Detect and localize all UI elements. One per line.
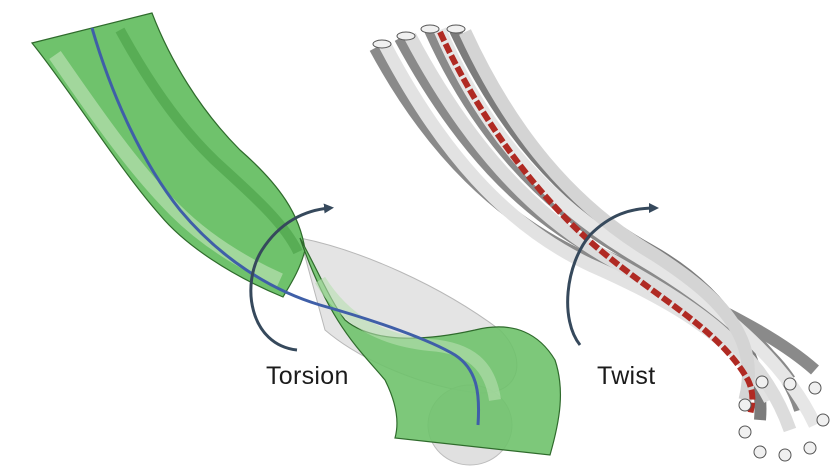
ribbon-upper-dark-stripe bbox=[115, 27, 303, 255]
rod-cap-bottom-8 bbox=[803, 441, 817, 455]
rod-cap-bottom-6 bbox=[753, 445, 767, 459]
twist-rotation-arrow bbox=[566, 203, 659, 346]
rod-cap-top-1 bbox=[372, 39, 392, 49]
rod-cap-bottom-2 bbox=[755, 375, 769, 389]
rod-cap-top-4 bbox=[446, 24, 466, 34]
ribbon-upper-stripe bbox=[49, 50, 283, 287]
ribbon-upper bbox=[30, 12, 306, 298]
rod-cap-top-2 bbox=[396, 31, 416, 41]
rod-cap-bottom-9 bbox=[816, 413, 830, 427]
rod-cap-top-3 bbox=[420, 24, 440, 34]
torsion-ribbon-group bbox=[30, 12, 562, 466]
rod-cap-bottom-7 bbox=[778, 448, 792, 462]
rod-light-4 bbox=[459, 29, 755, 402]
torsion-rotation-arrow bbox=[249, 203, 334, 352]
rod-cap-bottom-1 bbox=[738, 398, 752, 412]
highlight-rod bbox=[437, 30, 756, 416]
ribbon-lower-stripe bbox=[314, 276, 501, 402]
ribbon-centerline bbox=[90, 27, 481, 426]
twist-rod-bundle bbox=[369, 24, 830, 462]
torsion-label: Torsion bbox=[266, 362, 349, 390]
rod-cap-bottom-3 bbox=[783, 377, 797, 391]
rod-cap-bottom-4 bbox=[808, 381, 822, 395]
twist-label: Twist bbox=[597, 362, 656, 390]
rod-cap-bottom-5 bbox=[738, 425, 752, 439]
